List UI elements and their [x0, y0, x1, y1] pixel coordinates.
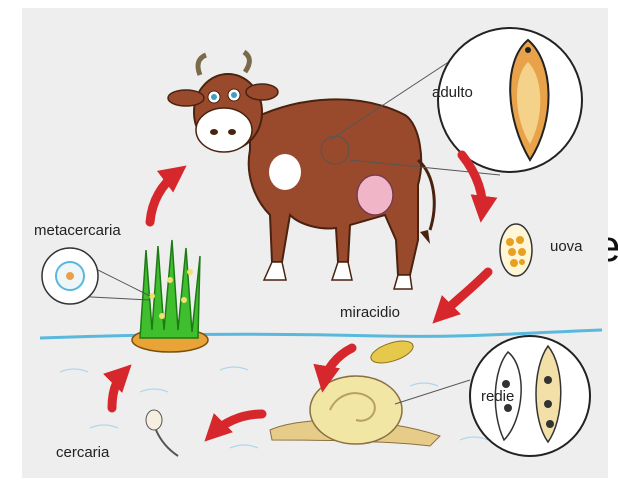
label-adulto: adulto: [432, 84, 473, 101]
egg-stage: [500, 224, 532, 276]
label-metacercaria: metacercaria: [34, 222, 121, 239]
label-miracidio: miracidio: [340, 304, 400, 321]
label-uova: uova: [550, 238, 583, 255]
label-redie: redie: [481, 388, 514, 405]
label-cercaria: cercaria: [56, 444, 109, 461]
